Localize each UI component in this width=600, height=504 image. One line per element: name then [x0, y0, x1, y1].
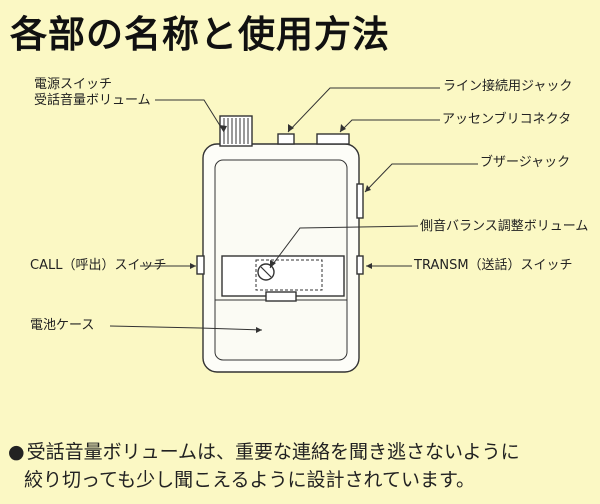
assembly-connector-socket [316, 133, 350, 145]
label-sidetone-volume: 側音バランス調整ボリューム [420, 219, 589, 234]
label-line-jack: ライン接続用ジャック [443, 79, 573, 94]
battery-latch [265, 291, 297, 302]
bullet-icon: ● [8, 441, 25, 463]
transm-switch-button [356, 255, 364, 275]
label-call-switch: CALL（呼出）スイッチ [30, 258, 167, 273]
usage-note: ●受話音量ボリュームは、重要な連絡を聞き逃さないように 絞り切っても少し聞こえる… [8, 438, 598, 494]
page-title: 各部の名称と使用方法 [10, 13, 390, 56]
label-buzzer-jack: ブザージャック [480, 155, 571, 170]
buzzer-jack-socket [356, 183, 364, 219]
line-jack-socket [277, 133, 295, 145]
note-line-2: 絞り切っても少し聞こえるように設計されています。 [24, 469, 476, 491]
label-assembly-connector: アッセンブリコネクタ [442, 112, 572, 127]
label-battery-case: 電池ケース [30, 318, 95, 333]
label-volume: 受話音量ボリューム [34, 93, 151, 108]
label-power-switch: 電源スイッチ [34, 77, 113, 92]
call-switch-button [196, 255, 205, 275]
sidetone-window [221, 255, 345, 297]
label-transm-switch: TRANSM（送話）スイッチ [414, 258, 573, 273]
note-line-1: 受話音量ボリュームは、重要な連絡を聞き逃さないように [26, 441, 520, 463]
